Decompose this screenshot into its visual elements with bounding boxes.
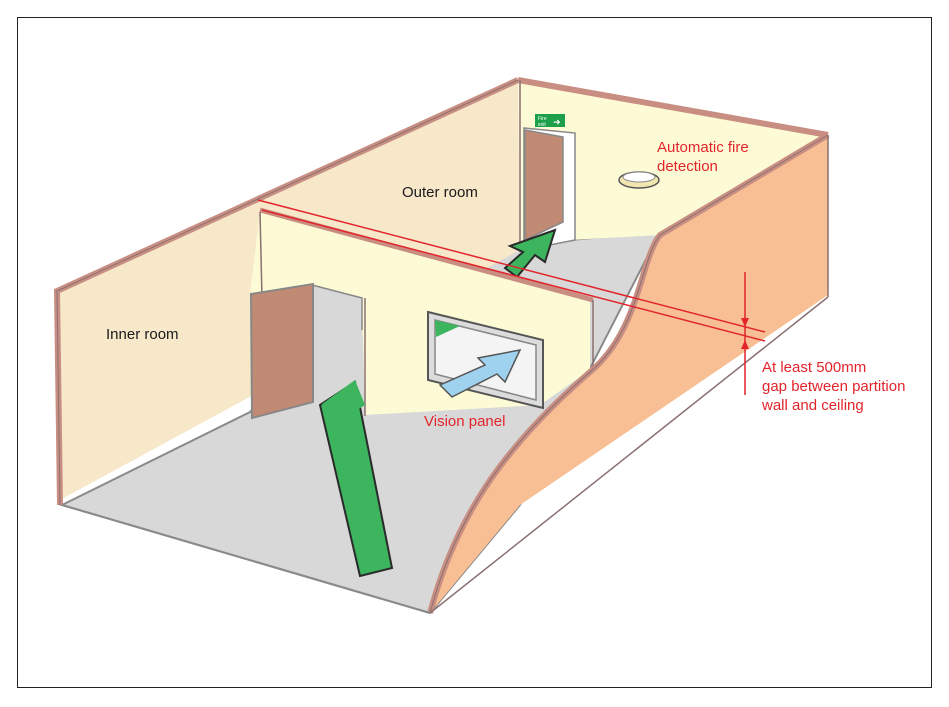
fire-detection-label-1: Automatic fire: [657, 139, 749, 156]
back-door: [524, 129, 564, 242]
exit-sign-text-1: Fire: [538, 116, 547, 122]
outer-room-label: Outer room: [402, 184, 478, 201]
running-man-icon: ➜: [553, 118, 561, 128]
gap-label-1: At least 500mm: [762, 359, 866, 376]
fire-exit-sign: [535, 114, 565, 127]
vision-panel-label: Vision panel: [424, 413, 505, 430]
partition-top-edge: [259, 207, 594, 303]
exit-sign-text-2: exit: [538, 122, 546, 128]
fire-detection-label-2: detection: [657, 158, 718, 175]
partition-door: [249, 282, 314, 420]
right-outer-wall: [430, 135, 828, 613]
sight-arrow: [438, 348, 522, 398]
escape-arrow-back: [503, 228, 557, 279]
back-wall-edge: [517, 77, 829, 138]
gap-label-2: gap between partition: [762, 378, 905, 395]
inner-room-label: Inner room: [106, 326, 179, 343]
ceiling-gap-line-bottom: [261, 209, 766, 342]
gap-label-3: wall and ceiling: [761, 397, 864, 414]
ceiling-gap-line-top: [257, 199, 766, 333]
